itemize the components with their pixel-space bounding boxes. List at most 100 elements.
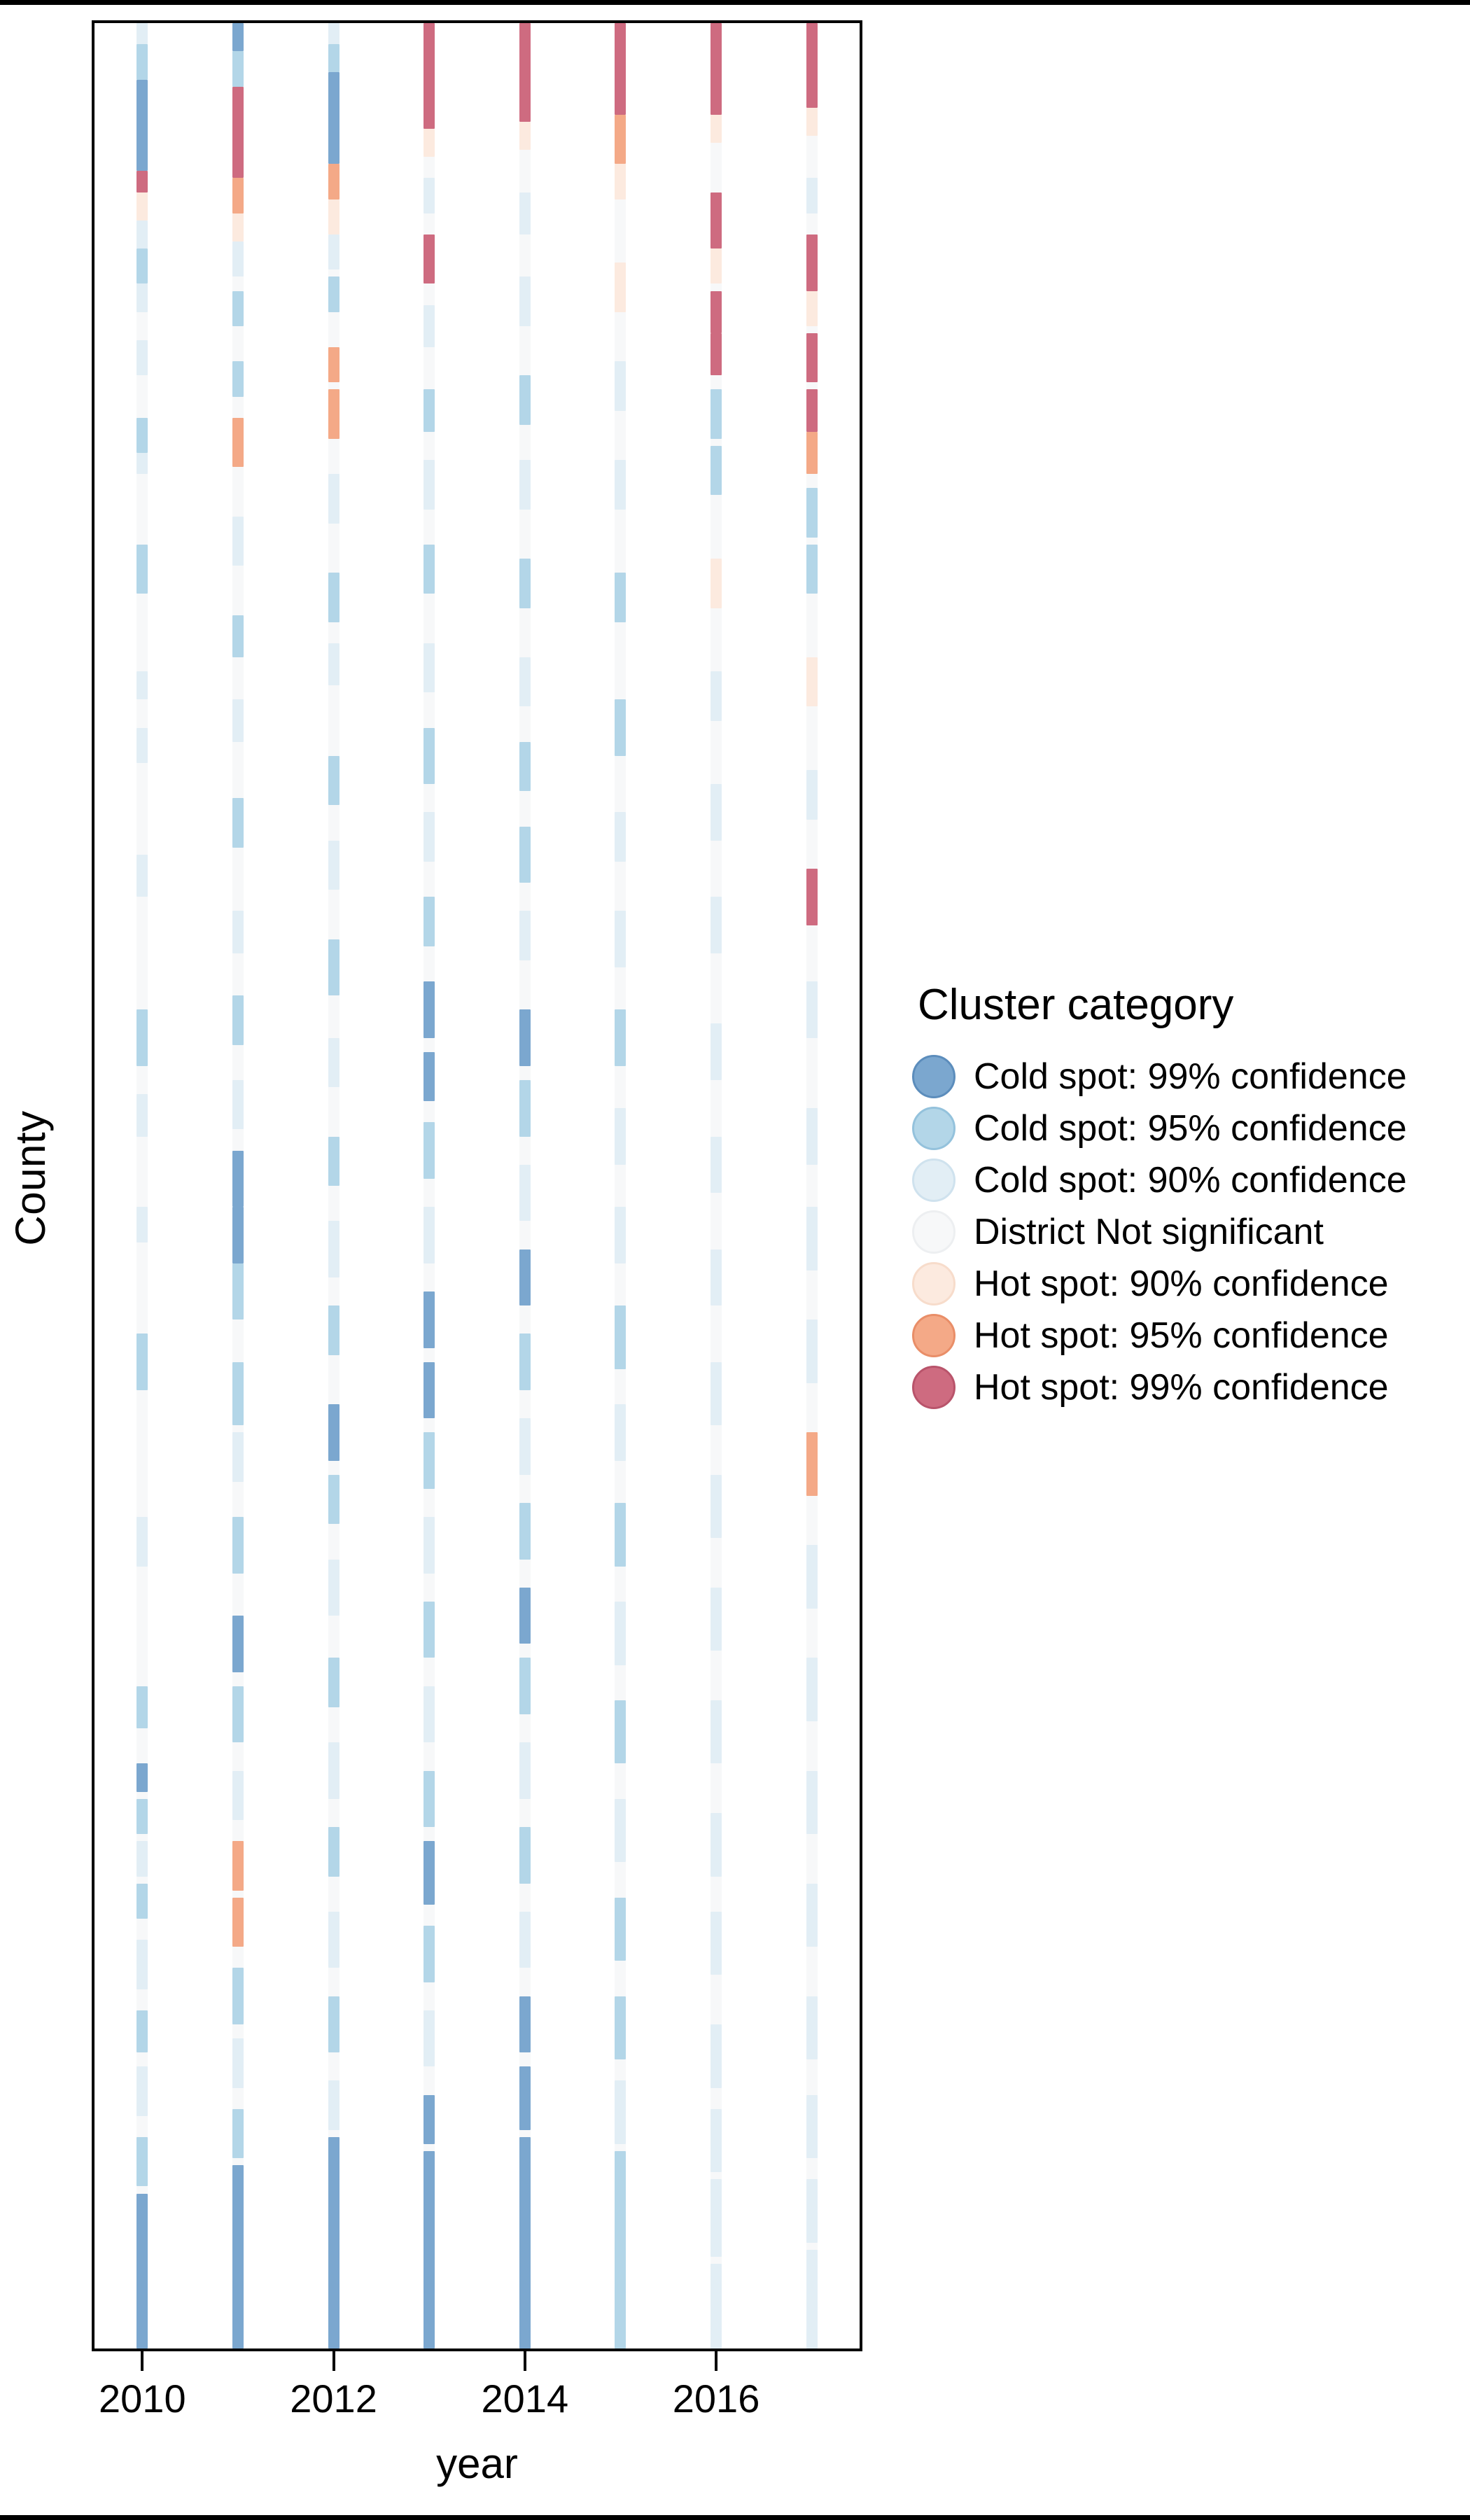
heatmap-cell xyxy=(806,234,818,291)
legend-swatch-icon xyxy=(912,1366,955,1409)
heatmap-cell xyxy=(519,121,531,150)
plot-panel xyxy=(92,20,862,2351)
heatmap-cell xyxy=(615,1503,626,1567)
heatmap-column-2010 xyxy=(136,23,148,2348)
heatmap-cell xyxy=(424,1686,435,1743)
heatmap-cell xyxy=(806,1207,818,1270)
heatmap-cell xyxy=(328,1559,340,1616)
heatmap-cell xyxy=(136,23,148,45)
heatmap-cell xyxy=(232,1432,244,1482)
legend-title: Cluster category xyxy=(918,981,1234,1029)
heatmap-cell xyxy=(615,2151,626,2348)
heatmap-cell xyxy=(806,488,818,538)
heatmap-cell xyxy=(232,699,244,742)
heatmap-cell xyxy=(136,2010,148,2053)
legend-item[interactable]: Hot spot: 90% confidence xyxy=(912,1258,1444,1310)
heatmap-cell xyxy=(136,284,148,312)
legend-item[interactable]: District Not significant xyxy=(912,1206,1444,1258)
heatmap-cell xyxy=(136,1763,148,1792)
heatmap-cell xyxy=(710,1023,722,1080)
heatmap-cell xyxy=(710,290,722,333)
heatmap-cell xyxy=(615,1601,626,1665)
heatmap-cell xyxy=(519,1418,531,1475)
legend-item[interactable]: Cold spot: 90% confidence xyxy=(912,1154,1444,1206)
heatmap-cell xyxy=(424,23,435,2348)
heatmap-cell xyxy=(424,304,435,348)
heatmap-cell xyxy=(519,657,531,707)
heatmap-cell xyxy=(232,2038,244,2088)
heatmap-cell xyxy=(424,981,435,1038)
heatmap-cell xyxy=(615,361,626,411)
plot-area xyxy=(92,20,862,2351)
heatmap-cell xyxy=(232,1080,244,1130)
heatmap-cell xyxy=(328,199,340,234)
heatmap-cell xyxy=(519,276,531,326)
heatmap-cell xyxy=(519,375,531,425)
x-axis-label: year xyxy=(436,2440,518,2487)
heatmap-cell xyxy=(519,1658,531,1714)
legend-swatch-icon xyxy=(912,1262,955,1306)
heatmap-cell xyxy=(424,234,435,284)
heatmap-cell xyxy=(232,1616,244,1672)
heatmap-cell xyxy=(424,2010,435,2067)
heatmap-cell xyxy=(519,1503,531,1560)
heatmap-cell xyxy=(232,23,244,52)
heatmap-cell xyxy=(710,671,722,721)
heatmap-cell xyxy=(424,643,435,693)
heatmap-cell xyxy=(806,1996,818,2060)
heatmap-cell xyxy=(615,114,626,164)
heatmap-cell xyxy=(136,220,148,249)
legend-item[interactable]: Cold spot: 99% confidence xyxy=(912,1051,1444,1102)
heatmap-cell xyxy=(136,79,148,172)
heatmap-cell xyxy=(519,1911,531,1968)
heatmap-cell xyxy=(328,1404,340,1461)
heatmap-cell xyxy=(328,1474,340,1525)
heatmap-cell xyxy=(232,2108,244,2159)
heatmap-cell xyxy=(519,2066,531,2130)
heatmap-cell xyxy=(136,1841,148,1877)
heatmap-cell xyxy=(232,798,244,848)
heatmap-cell xyxy=(806,1770,818,1835)
heatmap-cell xyxy=(615,1700,626,1764)
x-axis-tick-label: 2012 xyxy=(290,2376,377,2421)
legend-item[interactable]: Hot spot: 95% confidence xyxy=(912,1310,1444,1362)
heatmap-cell xyxy=(328,1306,340,1355)
heatmap-column-2017 xyxy=(806,23,818,2348)
heatmap-cell xyxy=(806,770,818,820)
heatmap-cell xyxy=(806,1883,818,1947)
heatmap-cell xyxy=(710,1911,722,1975)
heatmap-cell xyxy=(710,897,722,953)
legend-item[interactable]: Cold spot: 95% confidence xyxy=(912,1102,1444,1154)
heatmap-cell xyxy=(519,826,531,883)
heatmap-cell xyxy=(232,615,244,657)
heatmap-cell xyxy=(136,544,148,594)
heatmap-cell xyxy=(424,460,435,510)
heatmap-cell xyxy=(136,192,148,220)
heatmap-cell xyxy=(806,657,818,707)
heatmap-cell xyxy=(806,869,818,925)
legend-item-label: District Not significant xyxy=(974,1212,1324,1252)
heatmap-column-2012 xyxy=(328,23,340,2348)
heatmap-cell xyxy=(328,1742,340,1799)
heatmap-cell xyxy=(424,178,435,214)
legend-item-label: Hot spot: 90% confidence xyxy=(974,1264,1389,1304)
heatmap-cell xyxy=(232,1897,244,1947)
heatmap-cell xyxy=(710,1587,722,1651)
heatmap-cell xyxy=(328,1911,340,1968)
heatmap-cell xyxy=(519,1827,531,1884)
heatmap-cell xyxy=(615,1108,626,1165)
heatmap-cell xyxy=(424,23,435,129)
heatmap-column-2014 xyxy=(519,23,531,2348)
legend-swatch-icon xyxy=(912,1055,955,1098)
heatmap-cell xyxy=(328,389,340,439)
legend-item-label: Cold spot: 95% confidence xyxy=(974,1108,1407,1149)
heatmap-cell xyxy=(136,1798,148,1835)
heatmap-cell xyxy=(424,1432,435,1489)
heatmap-cell xyxy=(615,812,626,862)
heatmap-cell xyxy=(615,699,626,756)
heatmap-cell xyxy=(424,1770,435,1828)
legend-item[interactable]: Hot spot: 99% confidence xyxy=(912,1362,1444,1413)
heatmap-cell xyxy=(615,1798,626,1863)
heatmap-cell xyxy=(232,1686,244,1743)
